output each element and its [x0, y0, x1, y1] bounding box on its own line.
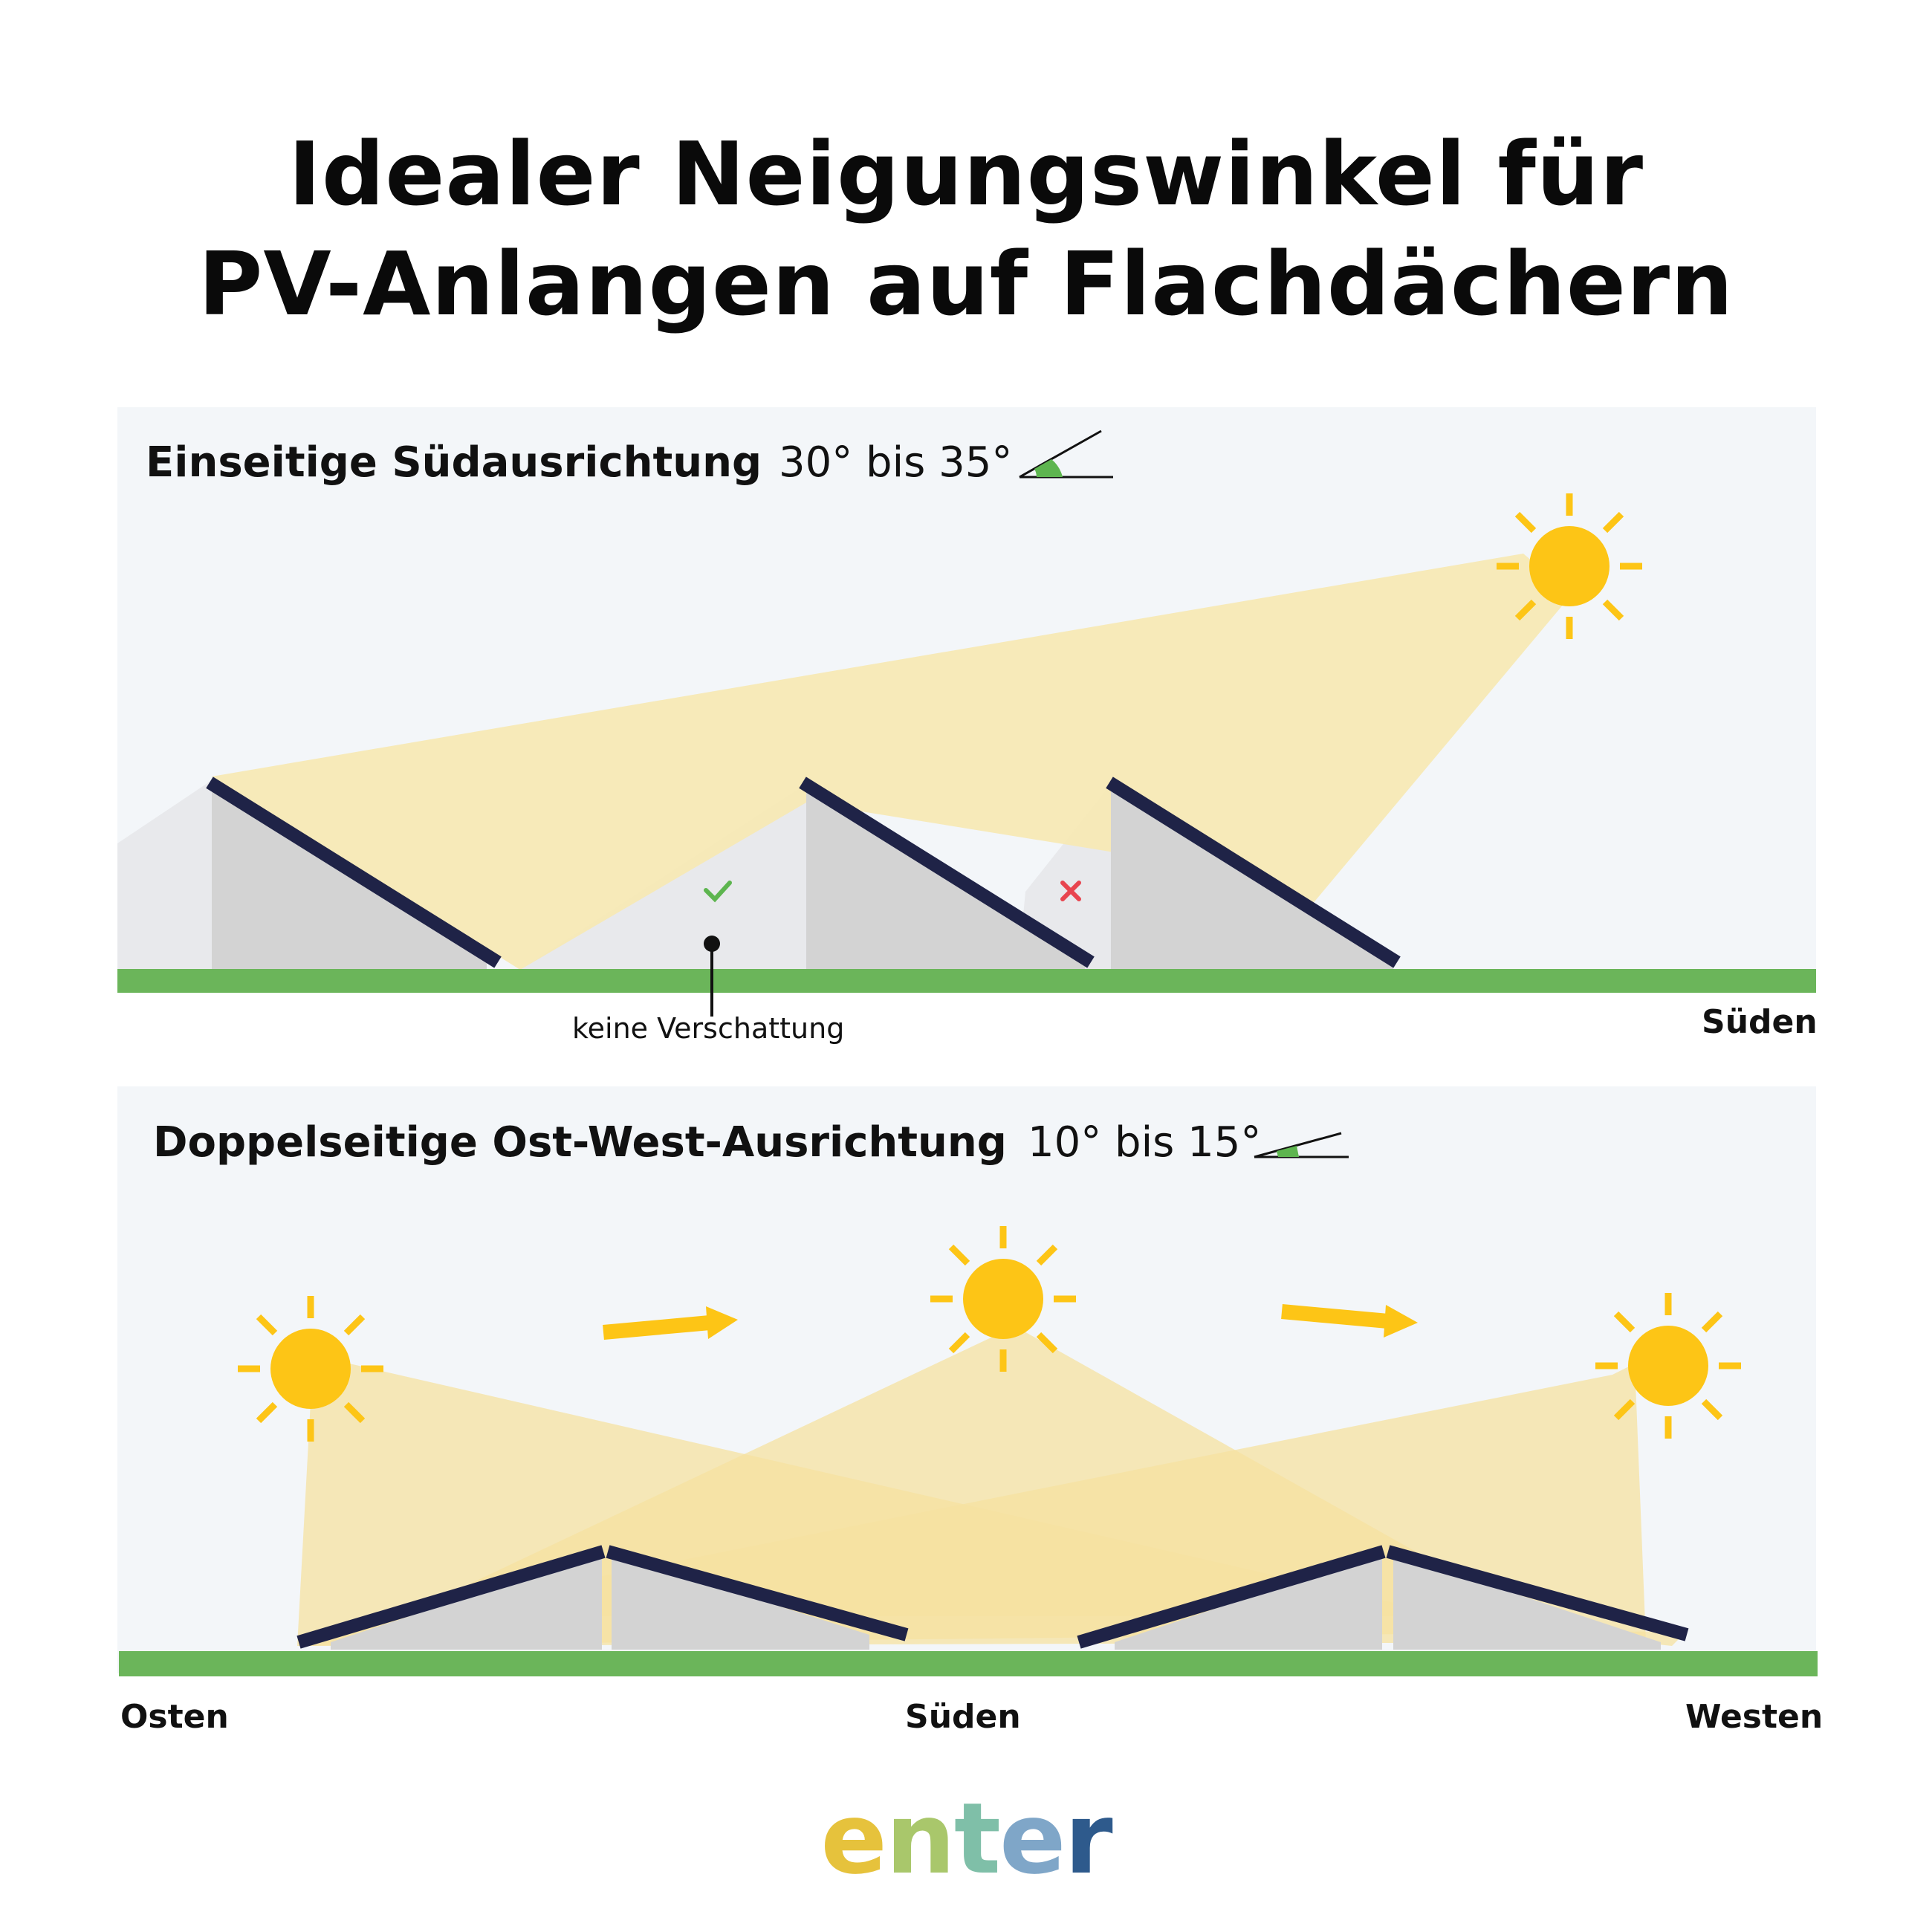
south-heading: Einseitige Südausrichtung: [146, 438, 762, 487]
brand-letter: n: [885, 1782, 956, 1896]
tilt-angle-icon: [1254, 1132, 1349, 1158]
sun-icon-south: [930, 1226, 1076, 1372]
direction-east-label: Osten: [120, 1698, 229, 1736]
pv-module: [1386, 1545, 1689, 1641]
brand-letter: e: [999, 1782, 1066, 1896]
sun-icon-west: [1595, 1293, 1741, 1439]
pv-module: [206, 777, 502, 968]
sun-icon-east: [238, 1296, 383, 1442]
eastwest-angle: 10° bis 15°: [1028, 1118, 1262, 1167]
ground: [117, 969, 1816, 993]
direction-south-label-2: Süden: [905, 1698, 1021, 1736]
title-line-1: Idealer Neigungswinkel für: [288, 123, 1644, 225]
direction-south-label: Süden: [1702, 1003, 1818, 1041]
no-shading-note: keine Verschattung: [572, 1012, 845, 1045]
pv-module: [799, 777, 1095, 968]
pv-module: [1077, 1545, 1386, 1649]
eastwest-heading: Doppelseitige Ost-West-Ausrichtung: [153, 1118, 1007, 1167]
page-title: Idealer Neigungswinkel für PV-Anlangen a…: [0, 119, 1932, 339]
arrow-right-icon: [603, 1306, 738, 1340]
pv-module: [1106, 777, 1401, 968]
brand-logo: enter: [0, 1783, 1932, 1895]
ground: [119, 1651, 1818, 1676]
tilt-angle-icon: [1019, 429, 1113, 479]
title-line-2: PV-Anlangen auf Flachdächern: [198, 233, 1734, 335]
pv-module: [606, 1545, 909, 1641]
direction-west-label: Westen: [1685, 1698, 1824, 1736]
shadow-area: [117, 780, 212, 970]
brand-letter: e: [820, 1782, 887, 1896]
brand-letter: r: [1064, 1782, 1113, 1896]
south-angle: 30° bis 35°: [779, 438, 1013, 487]
cross-icon: [1060, 881, 1081, 901]
note-pointer-dot: [704, 936, 720, 952]
check-icon: [704, 881, 732, 903]
brand-letter: t: [953, 1782, 1001, 1896]
pv-module: [296, 1545, 606, 1649]
arrow-right-icon: [1281, 1304, 1418, 1338]
sun-icon: [1497, 493, 1642, 639]
